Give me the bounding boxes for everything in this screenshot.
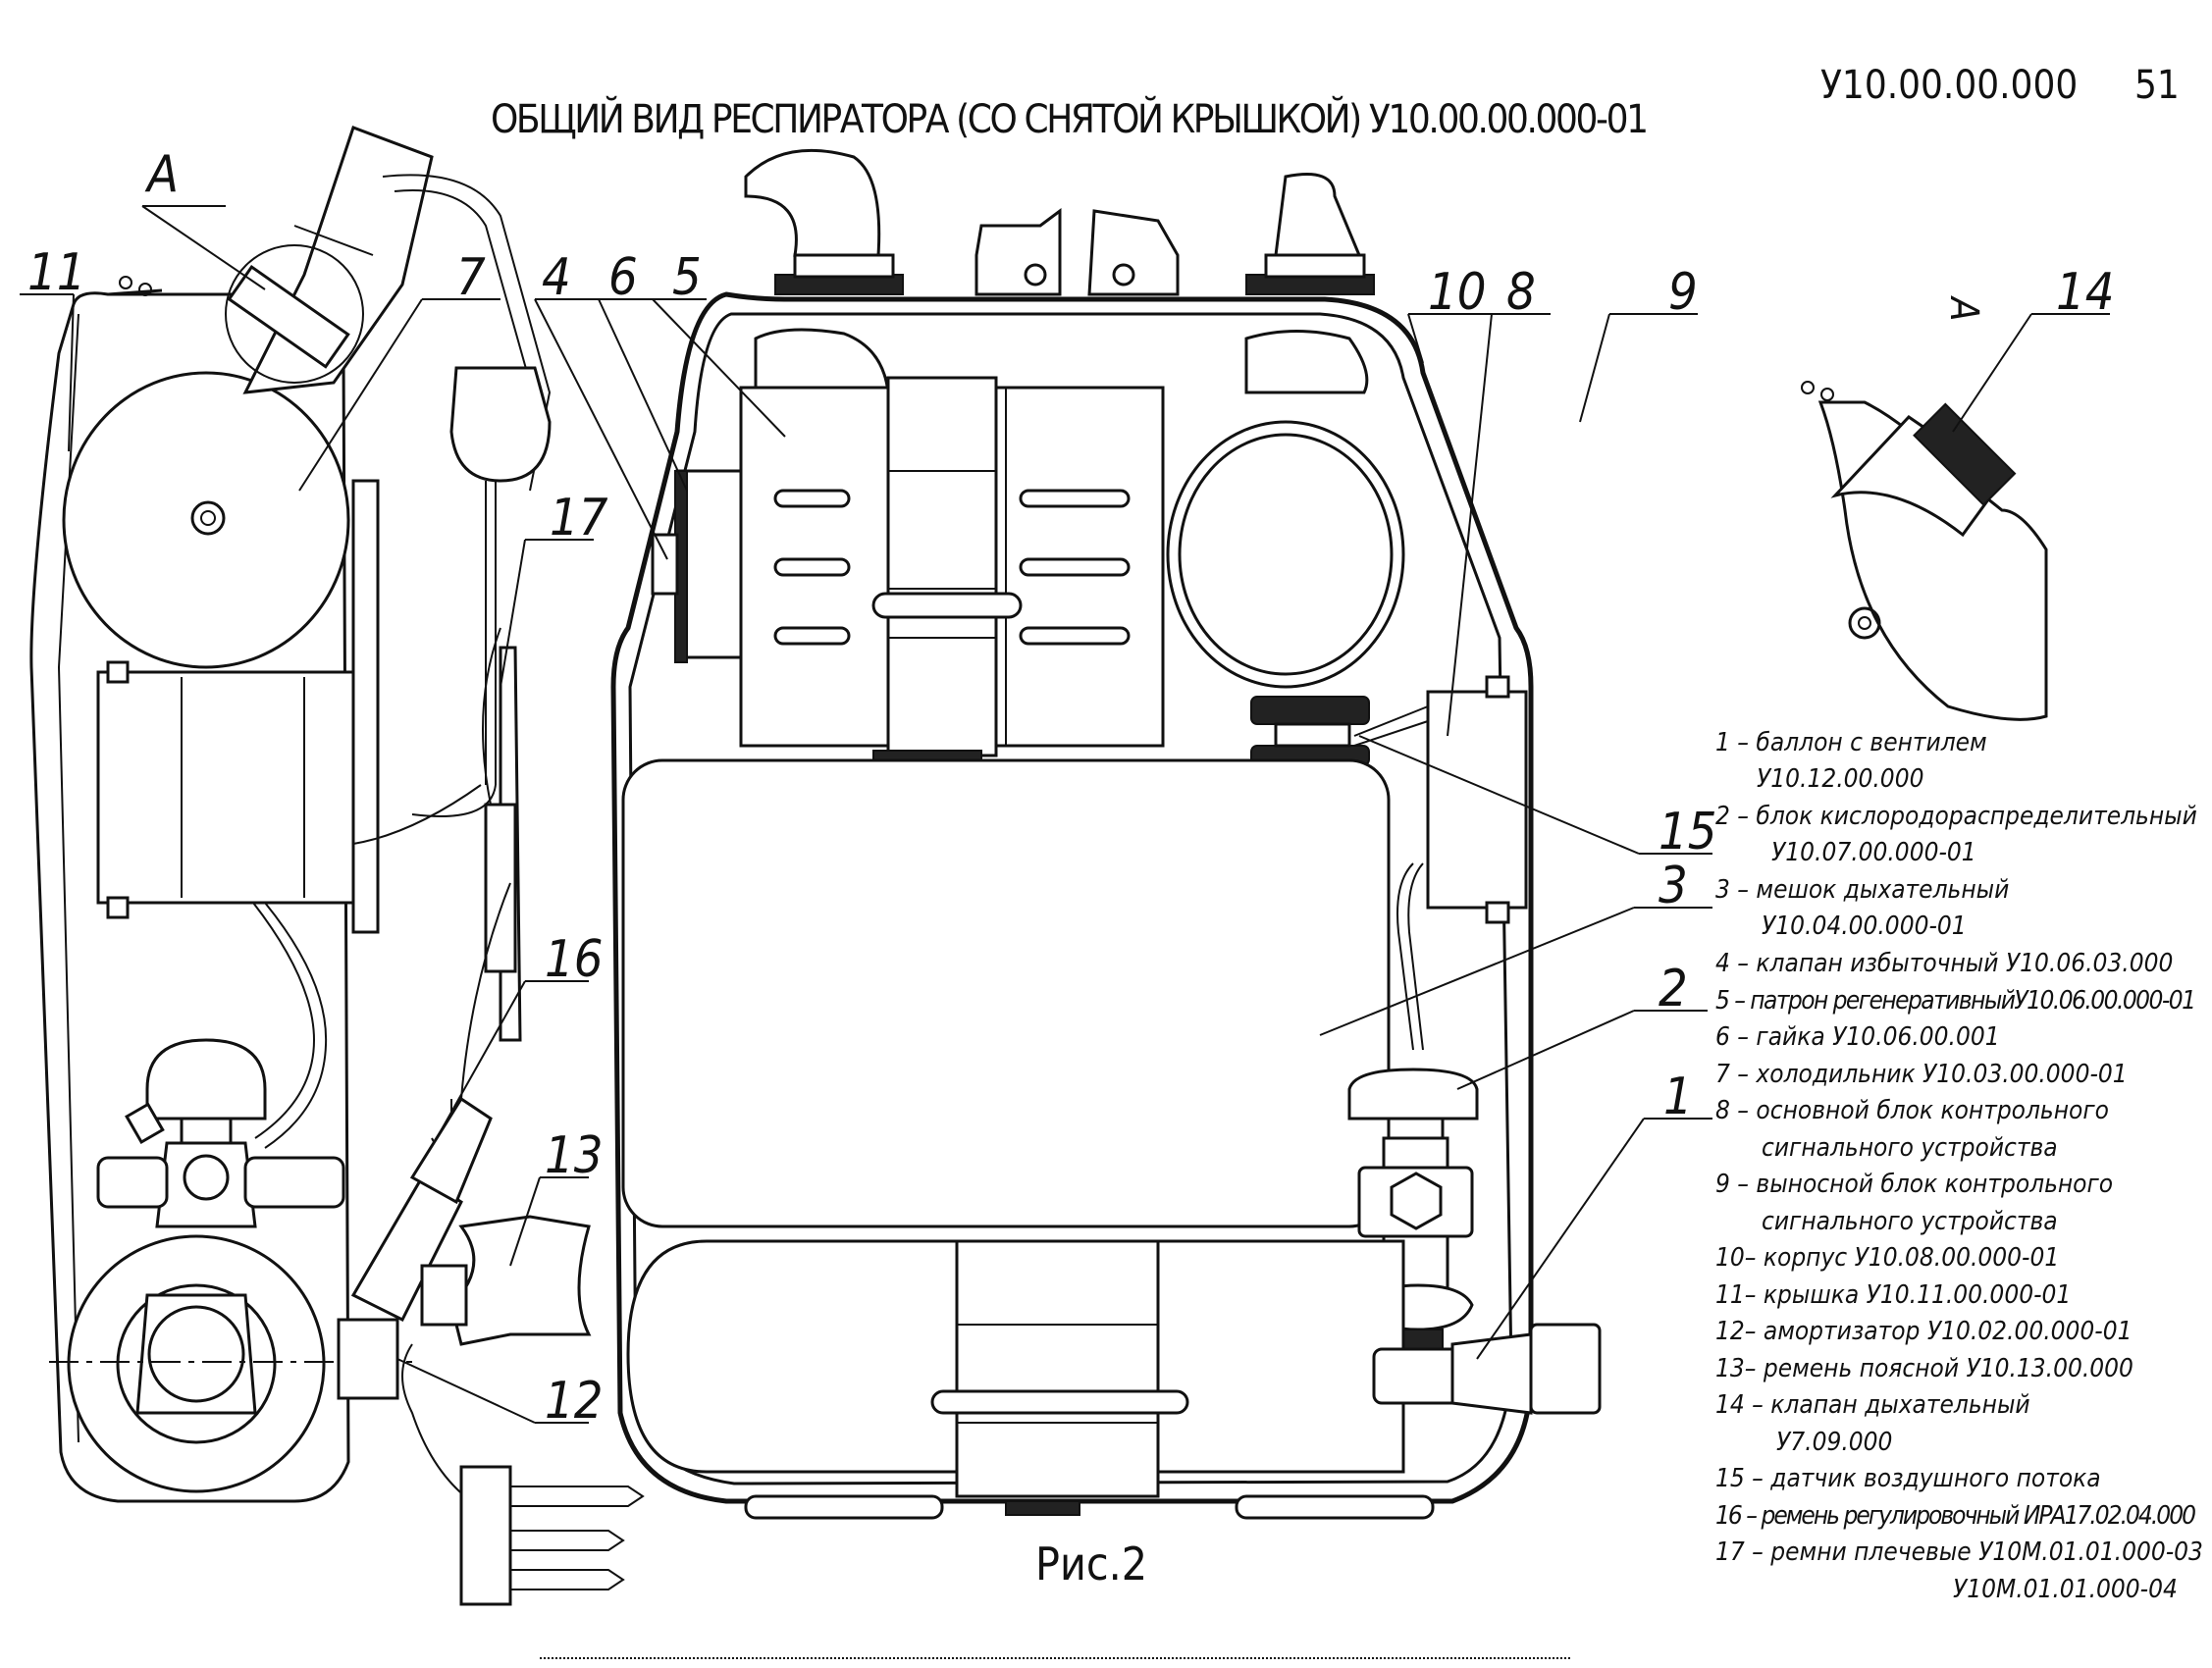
callout-15: 15 [1659, 803, 1717, 861]
legend-5-line1: 5 – патрон регенеративныйУ10.06.00.000-0… [1715, 986, 2196, 1016]
legend-17-line2: У10М.01.01.000-04 [1953, 1575, 2178, 1604]
callout-2: 2 [1659, 960, 1688, 1018]
callout-3: 3 [1659, 857, 1688, 915]
view-a-label: А [144, 145, 179, 204]
legend-16-line1: 16 – ремень регулировочный ИРА17.02.04.0… [1715, 1501, 2196, 1531]
legend-13-line1: 13– ремень поясной У10.13.00.000 [1715, 1354, 2133, 1383]
callout-10: 10 [1428, 263, 1487, 322]
callout-17: 17 [550, 489, 608, 547]
view-a-circle [225, 244, 364, 384]
legend-11-line1: 11– крышка У10.11.00.000-01 [1715, 1280, 2071, 1310]
view-a-arrow-label: А [1941, 295, 1986, 322]
callout-16: 16 [545, 930, 604, 989]
belt-buckle [459, 1465, 512, 1606]
callout-11: 11 [27, 243, 86, 302]
callout-1: 1 [1663, 1068, 1693, 1126]
legend-15-line1: 15 – датчик воздушного потока [1715, 1464, 2101, 1493]
callout-13: 13 [545, 1126, 604, 1185]
side-view [29, 126, 645, 1606]
legend-7-line1: 7 – холодильник У10.03.00.000-01 [1715, 1060, 2128, 1089]
callout-7: 7 [456, 248, 486, 307]
callout-6: 6 [608, 248, 638, 307]
legend-1-line2: У10.12.00.000 [1757, 764, 1923, 794]
legend-6-line1: 6 – гайка У10.06.00.001 [1715, 1022, 2000, 1052]
callout-5: 5 [672, 248, 702, 307]
legend: 1 – баллон с вентилем У10.12.00.000 2 – … [1715, 728, 2203, 1604]
breathing-bag [621, 758, 1391, 1228]
legend-10-line1: 10– корпус У10.08.00.000-01 [1715, 1243, 2059, 1273]
legend-3-line1: 3 – мешок дыхательный [1715, 875, 2009, 905]
callout-8: 8 [1506, 263, 1536, 322]
drawing-title: ОБЩИЙ ВИД РЕСПИРАТОРА (СО СНЯТОЙ КРЫШКОЙ… [491, 95, 1649, 142]
cylinder-valve-knob [1529, 1323, 1602, 1415]
legend-2-line1: 2 – блок кислородораспределительный [1715, 802, 2197, 831]
cylinder-strap [955, 1239, 1160, 1498]
legend-12-line1: 12– амортизатор У10.02.00.000-01 [1715, 1317, 2132, 1346]
legend-8-line2: сигнального устройства [1762, 1133, 2058, 1163]
legend-2-line2: У10.07.00.000-01 [1771, 838, 1976, 867]
front-view [610, 148, 1602, 1520]
inhale-hose [744, 148, 881, 257]
casing-body [610, 291, 1534, 1504]
callout-numbers: А 11 7 4 6 5 17 16 13 12 10 8 9 14 15 3 … [27, 145, 2115, 1431]
cartridge-strap [886, 376, 998, 757]
relief-valve [651, 533, 679, 596]
cooler-front [1166, 420, 1405, 689]
regen-cartridge-side [96, 670, 355, 905]
legend-9-line1: 9 – выносной блок контрольного [1715, 1170, 2113, 1199]
legend-4-line1: 4 – клапан избыточный У10.06.03.000 [1715, 949, 2173, 978]
shock-absorber [337, 1318, 399, 1400]
detail-view-a [1801, 381, 2048, 721]
legend-14-line2: У7.09.000 [1776, 1428, 1892, 1457]
legend-3-line2: У10.04.00.000-01 [1762, 912, 1967, 941]
legend-8-line1: 8 – основной блок контрольного [1715, 1096, 2109, 1125]
callout-9: 9 [1668, 263, 1698, 322]
leader-lines [20, 205, 2110, 1424]
legend-17-line1: 17 – ремни плечевые У10М.01.01.000-03 [1715, 1538, 2203, 1567]
legend-9-line2: сигнального устройства [1762, 1207, 2058, 1236]
distribution-knob [1347, 1068, 1479, 1121]
valve-knob [145, 1038, 267, 1121]
legend-1-line1: 1 – баллон с вентилем [1715, 728, 1987, 757]
document-code: У10.00.00.000 [1820, 63, 2078, 108]
callout-14: 14 [2056, 263, 2115, 322]
figure-caption: Рис.2 [1035, 1538, 1147, 1590]
cooler-body [62, 371, 350, 669]
callout-12: 12 [545, 1372, 604, 1431]
waist-belt [449, 1215, 592, 1346]
legend-14-line1: 14 – клапан дыхательный [1715, 1390, 2030, 1420]
page-number: 51 [2134, 63, 2180, 108]
callout-4: 4 [542, 248, 571, 307]
exhale-hose [1274, 173, 1362, 257]
